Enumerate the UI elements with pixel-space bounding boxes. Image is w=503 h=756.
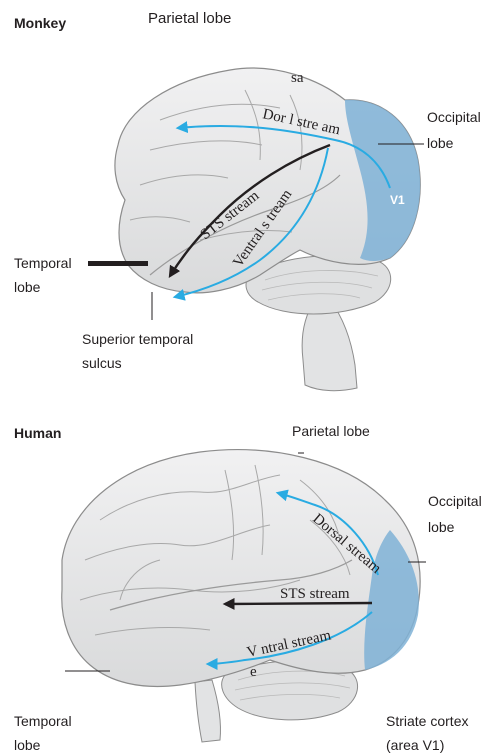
monkey-sa-label: sa [291, 70, 304, 86]
human-occipital-label-line1: Occipital [428, 492, 482, 510]
monkey-occipital-label-line1: Occipital [427, 108, 481, 126]
monkey-v1-label: V1 [390, 193, 405, 207]
human-striate-label-line2: (area V1) [386, 736, 444, 754]
human-striate-label-line1: Striate cortex [386, 712, 468, 730]
human-temporal-label-line2: lobe [14, 736, 40, 754]
human-ventral-stream-fragment: e [250, 664, 257, 680]
monkey-occipital-label-line2: lobe [427, 134, 453, 152]
monkey-sulcus-label-line1: Superior temporal [82, 330, 193, 348]
human-sts-stream-label: STS stream [280, 586, 350, 602]
monkey-sulcus-label-line2: sulcus [82, 354, 122, 372]
human-occipital-label-line2: lobe [428, 518, 454, 536]
human-brain: Dorsal stream STS stream V ntral stream … [62, 450, 426, 742]
human-title: Human [14, 424, 61, 442]
human-sts-arrow [225, 603, 372, 604]
monkey-temporal-label-line1: Temporal [14, 254, 72, 272]
monkey-temporal-label-line2: lobe [14, 278, 40, 296]
human-temporal-label-line1: Temporal [14, 712, 72, 730]
monkey-parietal-label: Parietal lobe [148, 10, 231, 28]
human-parietal-label: Parietal lobe [292, 422, 370, 440]
human-brainstem [195, 680, 221, 742]
monkey-temporal-leader [88, 261, 148, 266]
monkey-title: Monkey [14, 14, 66, 32]
